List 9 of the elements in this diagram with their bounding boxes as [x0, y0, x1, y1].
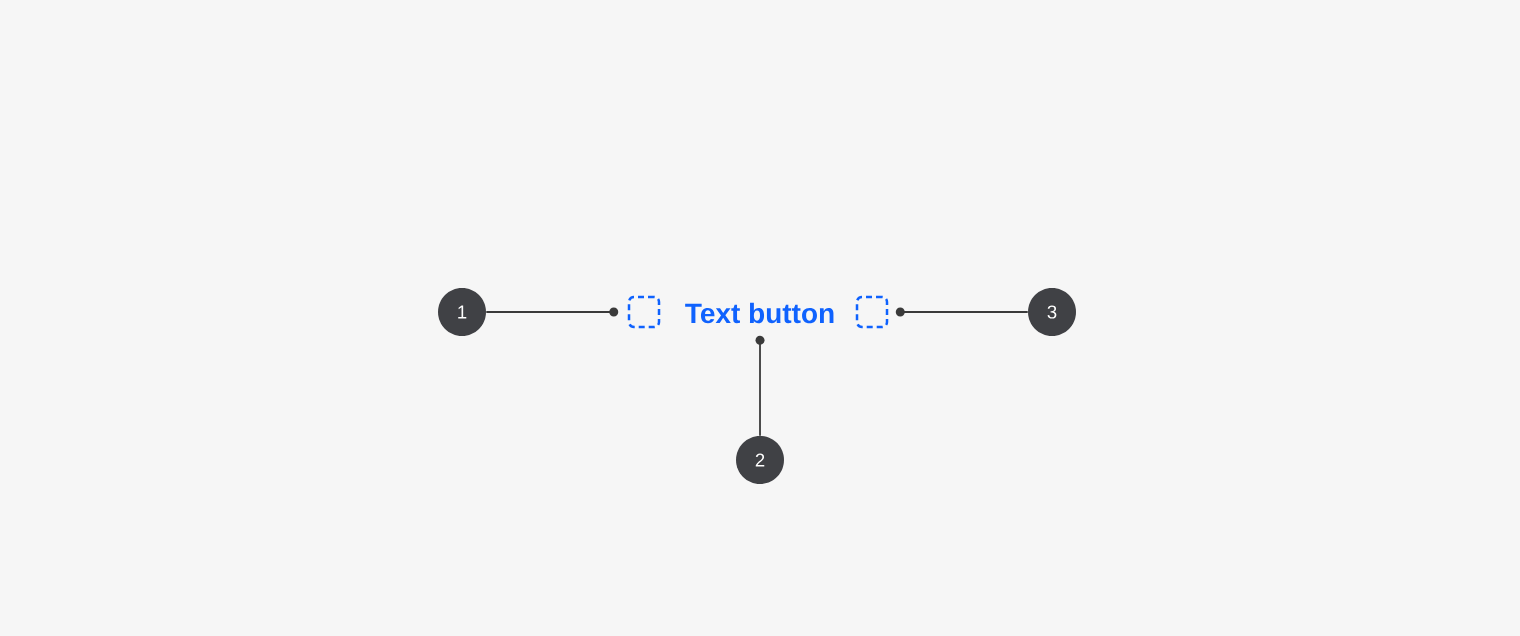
- callout-number: 1: [438, 288, 486, 336]
- icon-placeholder: [627, 295, 661, 329]
- leader-line: [485, 307, 619, 317]
- leader-line: [895, 307, 1029, 317]
- callout-number: 2: [736, 436, 784, 484]
- button-label: Text button: [685, 302, 834, 324]
- callout-number: 3: [1028, 288, 1076, 336]
- leader-line: [755, 335, 765, 437]
- icon-placeholder: [855, 295, 889, 329]
